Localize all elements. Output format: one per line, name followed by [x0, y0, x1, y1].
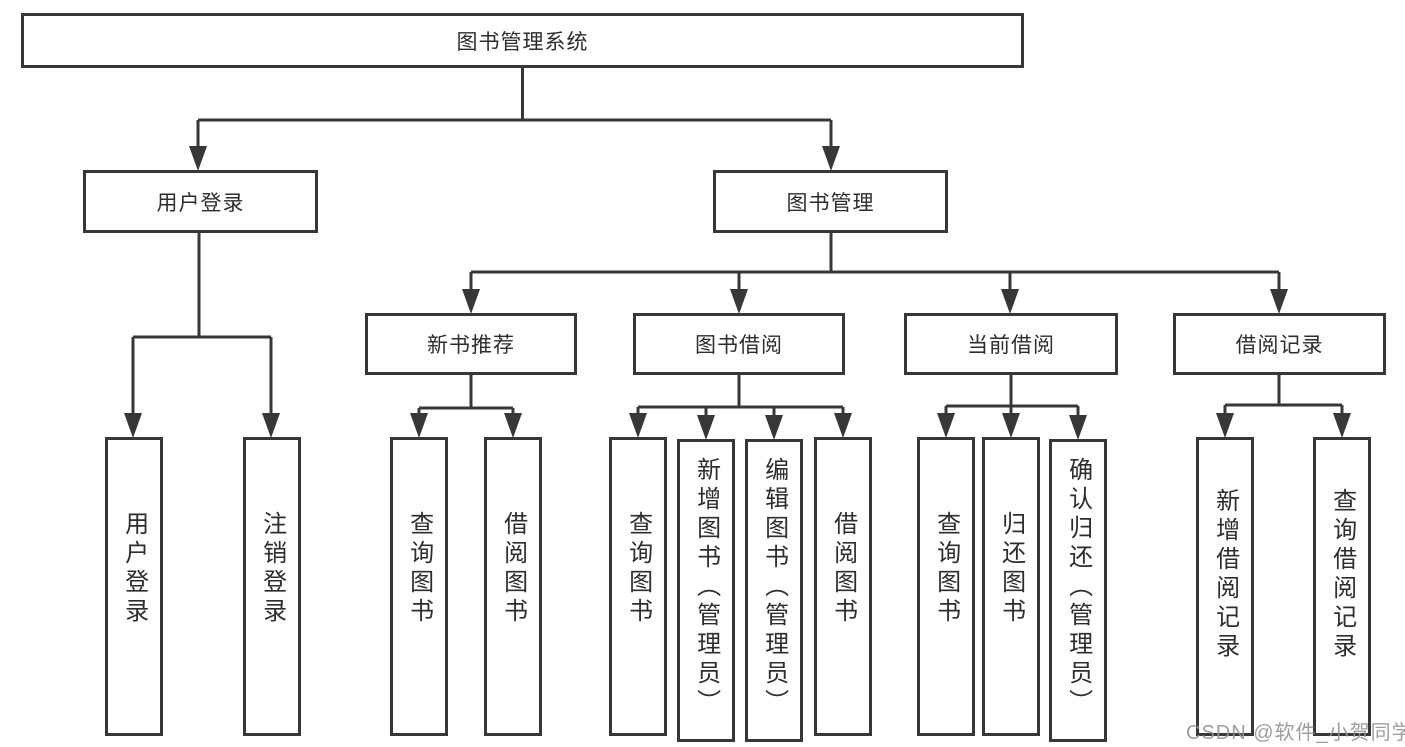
node-book-management: 图书管理: [713, 170, 948, 233]
node-borrow-records: 借阅记录: [1173, 313, 1386, 375]
node-new-book-recommend: 新书推荐: [365, 313, 577, 375]
leaf-confirm-return-admin-label: 确认归还（管理员）: [1064, 457, 1092, 718]
leaf-recommend-borrow-books: 借阅图书: [484, 437, 542, 736]
node-book-management-label: 图书管理: [786, 191, 875, 215]
leaf-add-books-admin-label: 新增图书（管理员）: [692, 457, 720, 718]
leaf-recommend-query-books-label: 查询图书: [405, 510, 433, 627]
leaf-logout: 注销登录: [243, 437, 301, 736]
node-book-borrow: 图书借阅: [633, 313, 845, 375]
node-borrow-records-label: 借阅记录: [1235, 334, 1324, 357]
leaf-borrow-books-label: 借阅图书: [829, 510, 857, 627]
leaf-current-query-books-label: 查询图书: [932, 510, 960, 627]
node-root-label: 图书管理系统: [456, 30, 589, 54]
node-book-borrow-label: 图书借阅: [695, 334, 783, 357]
arrowheads: [124, 146, 1351, 440]
leaf-logout-label: 注销登录: [258, 510, 286, 627]
leaf-edit-books-admin: 编辑图书（管理员）: [745, 439, 803, 742]
node-user-login: 用户登录: [83, 170, 318, 233]
leaf-borrow-query-books-label: 查询图书: [624, 510, 652, 627]
node-current-borrow-label: 当前借阅: [967, 334, 1055, 357]
leaf-confirm-return-admin: 确认归还（管理员）: [1049, 439, 1107, 742]
leaf-add-books-admin: 新增图书（管理员）: [677, 439, 735, 742]
leaf-user-login: 用户登录: [105, 437, 163, 736]
node-current-borrow: 当前借阅: [904, 313, 1118, 375]
leaf-return-books-label: 归还图书: [997, 510, 1025, 627]
leaf-return-books: 归还图书: [982, 437, 1040, 736]
leaf-add-borrow-record: 新增借阅记录: [1196, 437, 1254, 736]
leaf-recommend-query-books: 查询图书: [390, 437, 448, 736]
leaf-borrow-query-books: 查询图书: [609, 437, 667, 736]
leaf-current-query-books: 查询图书: [917, 437, 975, 736]
node-user-login-label: 用户登录: [156, 191, 245, 215]
csdn-watermark: CSDN @软件_小贺同学: [1186, 722, 1405, 744]
leaf-borrow-books: 借阅图书: [814, 437, 872, 736]
node-new-book-recommend-label: 新书推荐: [427, 334, 515, 357]
leaf-add-borrow-record-label: 新增借阅记录: [1211, 487, 1239, 662]
leaf-recommend-borrow-books-label: 借阅图书: [499, 510, 527, 627]
leaf-query-borrow-record: 查询借阅记录: [1313, 437, 1371, 736]
leaf-query-borrow-record-label: 查询借阅记录: [1328, 487, 1356, 662]
leaf-edit-books-admin-label: 编辑图书（管理员）: [760, 457, 788, 718]
node-root: 图书管理系统: [21, 13, 1024, 68]
leaf-user-login-label: 用户登录: [120, 510, 148, 627]
